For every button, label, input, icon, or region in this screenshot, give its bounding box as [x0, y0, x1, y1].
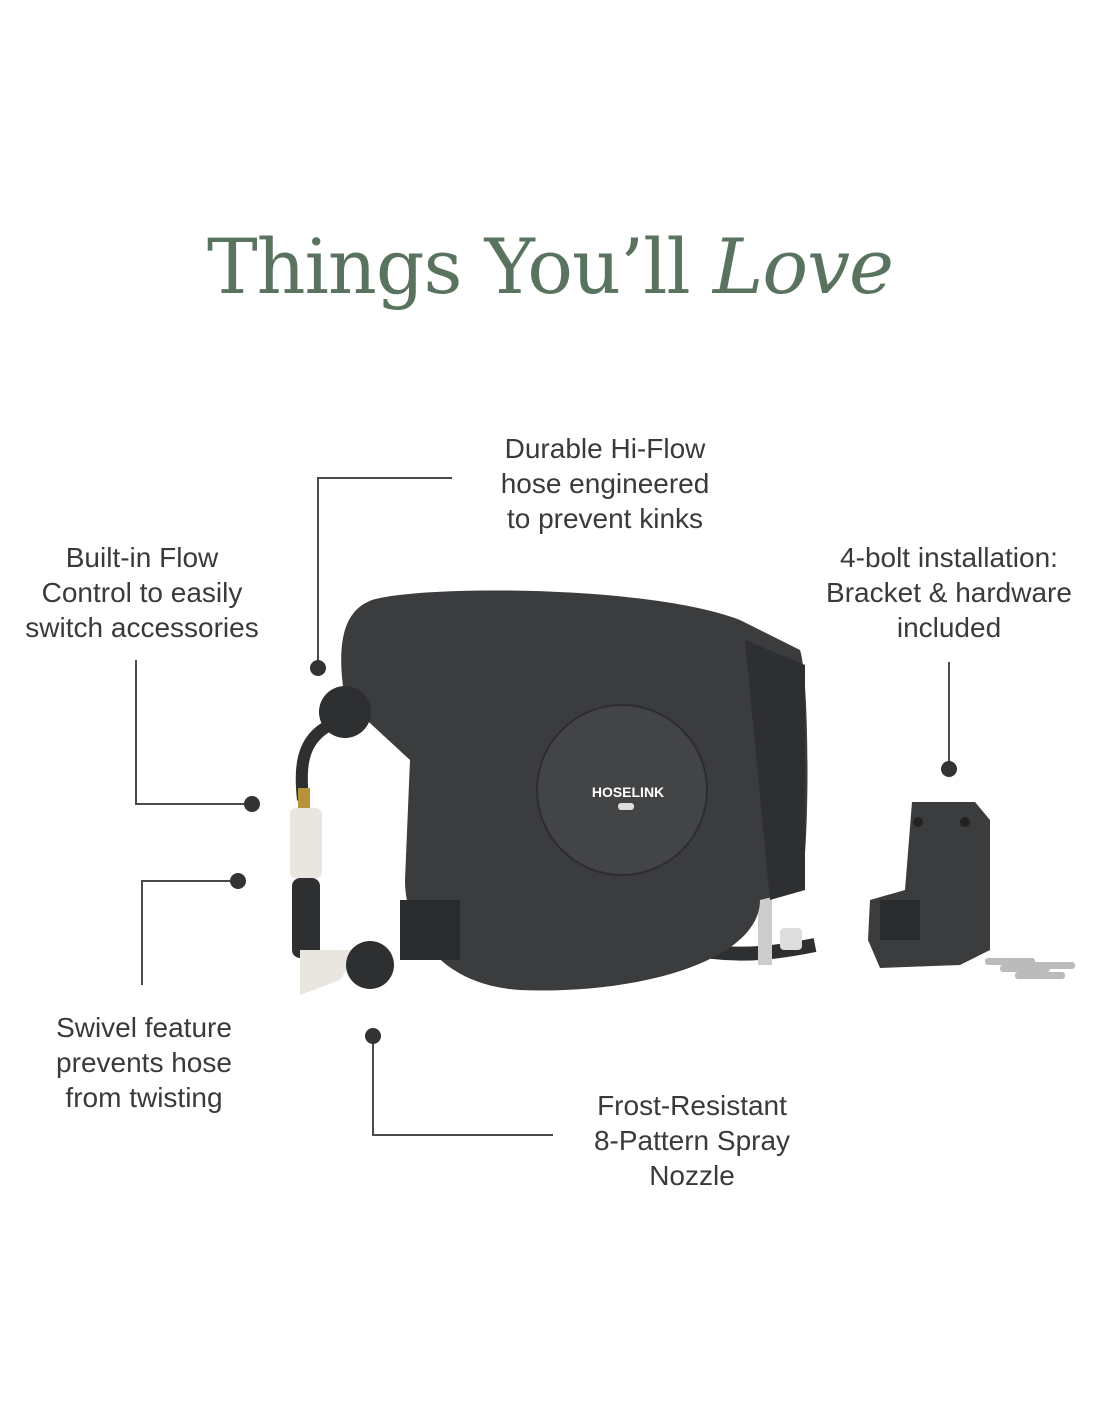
hose-dot	[310, 660, 326, 676]
hose-guide	[319, 686, 371, 738]
page-title: Things You’ll Love	[206, 222, 894, 311]
mounting-bracket	[868, 802, 990, 968]
callout-dots	[230, 660, 957, 1044]
installation-dot	[941, 761, 957, 777]
spray-nozzle	[290, 808, 394, 995]
brand-logo: HOSELINK	[592, 784, 664, 800]
swivel-callout-line	[141, 880, 238, 985]
flow-control-callout-line	[135, 660, 252, 805]
stand-leg	[758, 895, 772, 965]
nozzle-dot	[365, 1028, 381, 1044]
swivel-dot	[230, 873, 246, 889]
callout-lines	[135, 477, 950, 1136]
nozzle-callout-line	[372, 1036, 553, 1136]
hose-reel: HOSELINK	[341, 590, 808, 991]
hose-callout-line	[317, 477, 452, 668]
flow-control-dot	[244, 796, 260, 812]
reel-cover	[536, 704, 708, 876]
bolts-icon	[985, 958, 1075, 979]
